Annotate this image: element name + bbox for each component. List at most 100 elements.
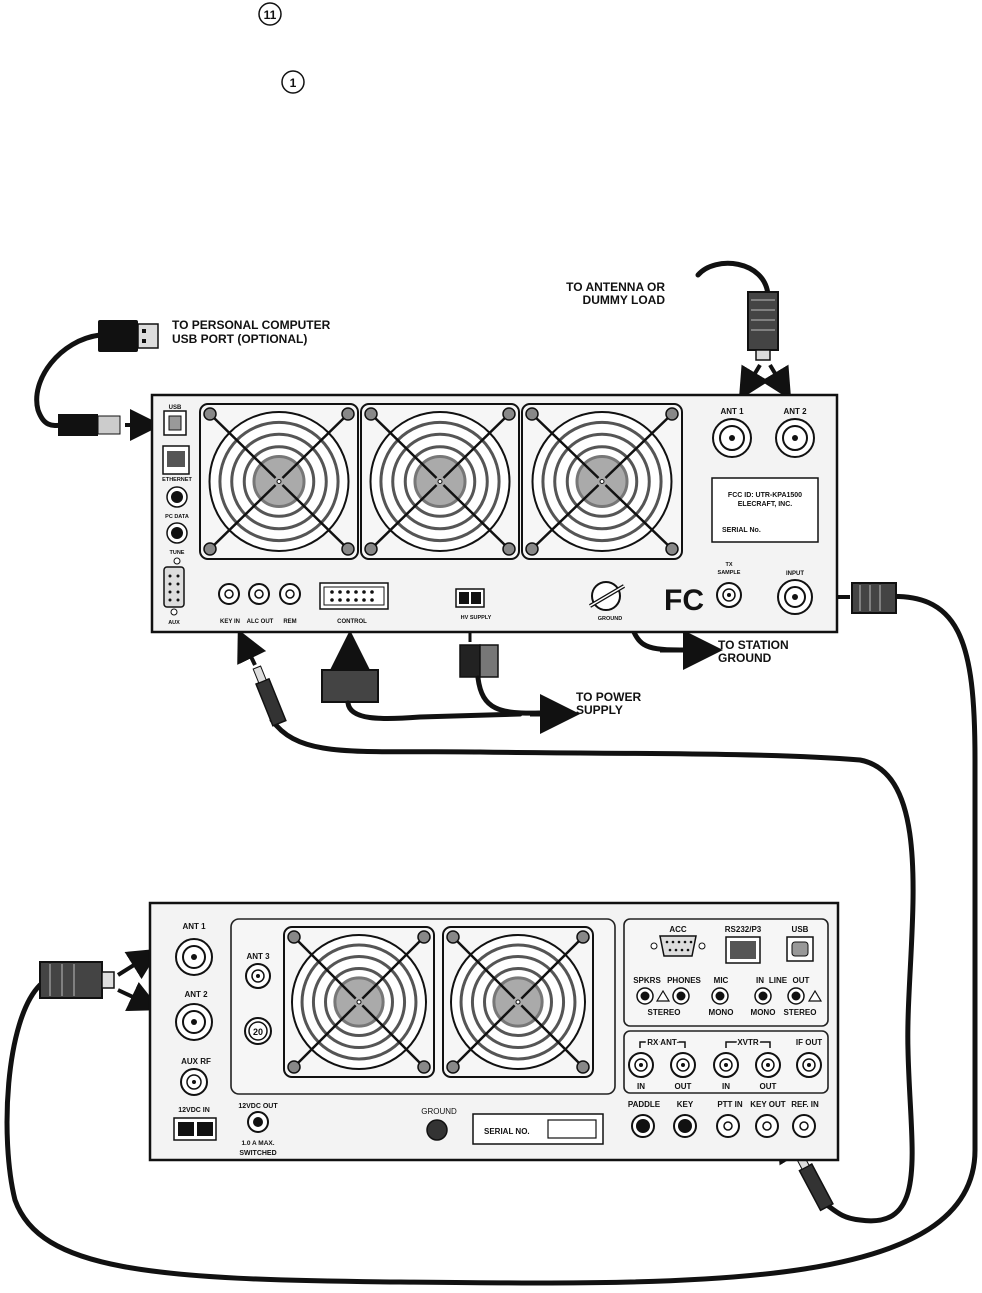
xcvr-key-out-label: KEY OUT [750,1100,786,1109]
xcvr-ground-post[interactable]: GROUND [421,1107,457,1141]
xcvr-phones-label: PHONES [667,976,701,985]
usb-b-plug [58,414,121,436]
xcvr-line-in-label: IN [756,976,764,985]
xcvr-mic-jack[interactable] [711,987,729,1005]
ground-label: TO STATION GROUND [718,638,789,665]
xcvr-ant1-label: ANT 1 [182,922,206,931]
amp-ethernet-label: ETHERNET [162,477,192,483]
xcvr-serial-label: SERIAL NO. [484,1127,530,1136]
rf-cable [4,593,978,1286]
xcvr-if-out-connector[interactable] [796,1052,822,1078]
xcvr-line-out-label: OUT [793,976,810,985]
xcvr-12vdc-in-label: 12VDC IN [178,1107,210,1114]
xcvr-line-in-jack[interactable] [754,987,772,1005]
xcvr-ant2-connector[interactable]: ANT 2 [175,990,213,1041]
xcvr-key-jack[interactable] [673,1114,697,1138]
xcvr-rs232-p3-port[interactable]: RS232/P3 [725,925,762,964]
amp-ground-post[interactable]: GROUND [588,581,626,622]
xcvr-line-out-sub: STEREO [784,1008,817,1017]
amp-pc-data-label: PC DATA [165,514,189,520]
xcvr-12vdc-out-label: 12VDC OUT [238,1103,278,1110]
amp-control-label: CONTROL [337,619,367,625]
amp-key-in-jack[interactable]: KEY IN [218,583,240,625]
ant1-arrow [116,948,161,980]
xcvr-ant-rf-connector [39,961,115,999]
power-cable [475,675,543,716]
xcvr-acc-port[interactable]: ACC [650,925,706,957]
usb-a-plug [98,320,159,352]
amp-control-port[interactable]: CONTROL [319,582,389,625]
amp-ethernet-port[interactable]: ETHERNET [162,445,192,483]
xcvr-rx-ant-label: RX ANT [647,1038,677,1047]
control-connector [321,669,379,703]
xcvr-rs232-label: RS232/P3 [725,925,762,934]
amp-rem-label: REM [283,619,296,625]
xcvr-paddle-jack[interactable] [631,1114,655,1138]
cooling-fan [283,926,435,1078]
amp-usb-port[interactable]: USB [163,405,187,436]
xcvr-aux-rf-connector[interactable]: AUX RF [180,1057,211,1096]
cooling-fan [521,403,683,560]
power-label-line2: SUPPLY [576,703,623,717]
amp-tx-sample-connector[interactable]: TX SAMPLE [716,562,742,608]
xcvr-ptt-in-jack[interactable] [716,1114,740,1138]
xcvr-fan-row [283,926,594,1078]
computer-label-line2: USB PORT (OPTIONAL) [172,332,307,346]
xcvr-usb-port[interactable]: USB [786,925,814,962]
antenna-arrow-2 [760,363,792,401]
amplifier-rear-panel: USB ETHERNET PC DATA TUNE AUX [150,393,839,634]
xcvr-ant1-connector[interactable]: ANT 1 [175,922,213,976]
xcvr-ant3-connector[interactable]: ANT 3 [245,952,271,989]
usb-cable [34,332,103,429]
xcvr-mic-sub: MONO [709,1008,734,1017]
xcvr-rx-ant-out-connector[interactable] [670,1052,696,1078]
antenna-label-line2: DUMMY LOAD [583,293,666,307]
power-label-line1: TO POWER [576,690,641,704]
amp-aux-port[interactable]: AUX [163,566,185,626]
xcvr-phones-jack[interactable] [672,987,690,1005]
transceiver-rear-panel: ANT 1 ANT 2 AUX RF 12VDC IN ANT 3 [148,901,840,1162]
amp-ant2-connector[interactable]: ANT 2 [775,407,815,458]
xcvr-12vdc-out-note-2: SWITCHED [239,1150,276,1157]
computer-label: TO PERSONAL COMPUTER USB PORT (OPTIONAL) [172,318,331,346]
xcvr-12vdc-out-jack[interactable]: 12VDC OUT 1.0 A MAX. SWITCHED [238,1103,278,1157]
xcvr-paddle-label: PADDLE [628,1100,661,1109]
xcvr-xvtr-out-sub: OUT [760,1082,777,1091]
callout-11-text: 11 [264,8,277,22]
amp-tune-jack[interactable]: TUNE [166,522,188,565]
amp-ant1-connector[interactable]: ANT 1 [712,407,752,458]
xcvr-ref-in-jack[interactable] [792,1114,816,1138]
power-label: TO POWER SUPPLY [576,690,641,717]
amp-alc-out-jack[interactable]: ALC OUT [247,583,274,625]
xcvr-line-out-jack[interactable] [787,987,805,1005]
xcvr-xvtr-in-sub: IN [722,1082,730,1091]
xcvr-rx-out-sub: OUT [675,1082,692,1091]
xcvr-rx-ant-in-connector[interactable] [628,1052,654,1078]
antenna-label-line1: TO ANTENNA OR [566,280,665,294]
amp-hv-supply-label: HV SUPPLY [461,615,492,621]
xcvr-spkrs-label: SPKRS [633,976,661,985]
amp-aux-label: AUX [168,620,180,626]
amp-alc-out-label: ALC OUT [247,619,274,625]
amp-rem-jack[interactable]: REM [279,583,301,625]
hv-supply-plug [459,644,499,678]
xcvr-fuse-holder: 20 [244,1017,272,1045]
cooling-fan [442,926,594,1078]
xcvr-key-label: KEY [677,1100,694,1109]
xcvr-xvtr-out-connector[interactable] [755,1052,781,1078]
xcvr-usb-label: USB [792,925,809,934]
amp-input-connector[interactable]: INPUT [777,571,813,615]
xcvr-xvtr-in-connector[interactable] [713,1052,739,1078]
xcvr-12vdc-in-port[interactable]: 12VDC IN [173,1107,217,1141]
input-rf-connector [851,582,897,614]
amp-hv-supply-port[interactable]: HV SUPPLY [455,588,492,621]
amp-pc-data-jack[interactable]: PC DATA [165,486,189,520]
control-cable [345,700,523,722]
xcvr-key-out-jack[interactable] [755,1114,779,1138]
callout-11: 11 [258,2,282,26]
xcvr-spkrs-jack[interactable] [636,987,654,1005]
xcvr-ant2-label: ANT 2 [184,990,208,999]
amp-fan-row [199,403,683,560]
computer-label-line1: TO PERSONAL COMPUTER [172,318,331,332]
